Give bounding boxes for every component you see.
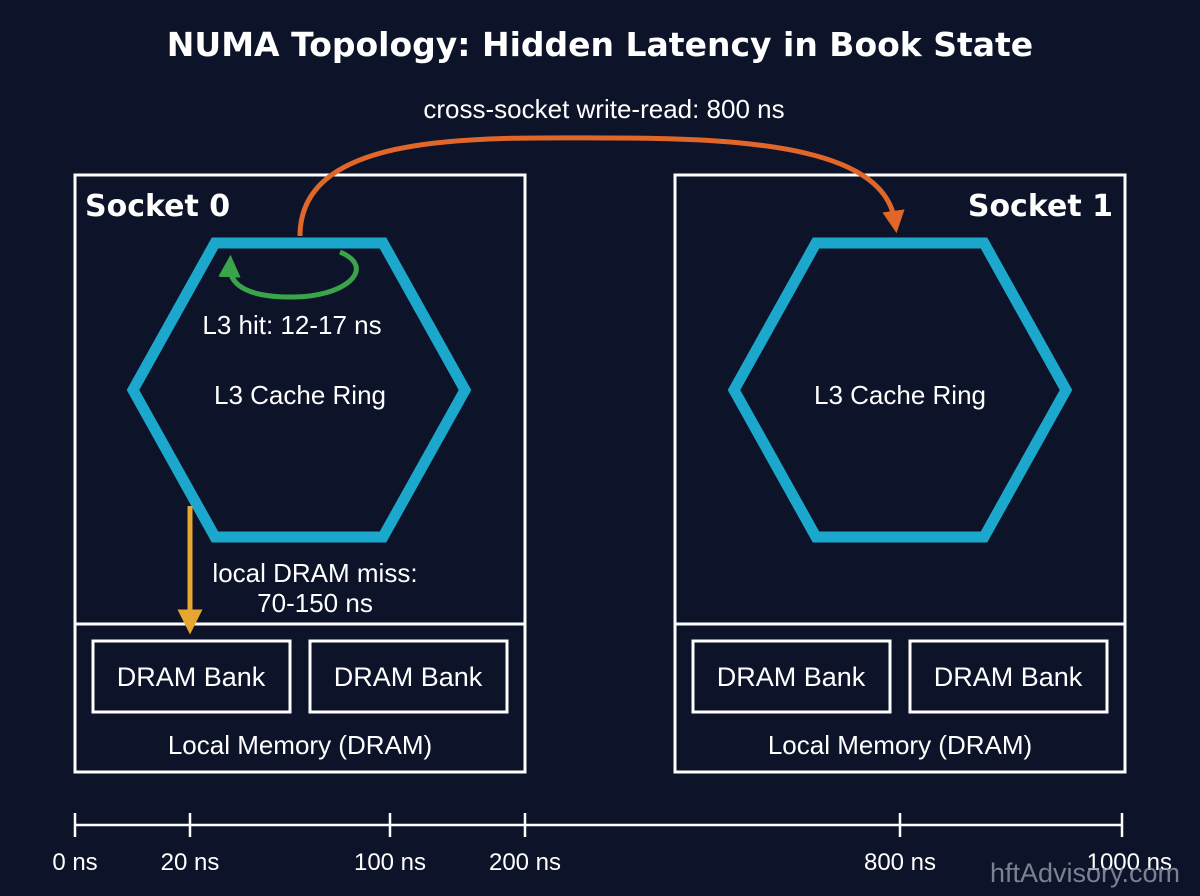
timeline-label-1000ns: 1000 ns [1087, 849, 1172, 876]
cross-socket-label: cross-socket write-read: 800 ns [423, 94, 784, 124]
timeline-label-200ns: 200 ns [489, 849, 561, 876]
dram-miss-label-line1: local DRAM miss: [212, 558, 417, 588]
socket-1-cache-label: L3 Cache Ring [814, 380, 986, 410]
socket-0-dram-bank-2 [308, 639, 509, 714]
socket-1-frame [673, 173, 1127, 774]
cross-socket-arrow [297, 135, 905, 237]
socket-0-dram-bank-2-label: DRAM Bank [334, 662, 483, 692]
socket-0-label: Socket 0 [85, 189, 230, 224]
timeline-label-800ns: 800 ns [864, 849, 936, 876]
socket-0-dram-bank-1-label: DRAM Bank [117, 662, 266, 692]
socket-1-dram-bank-1-label: DRAM Bank [717, 662, 866, 692]
socket-1-dram-bank-2 [908, 639, 1109, 714]
socket-1-dram-bank-2-label: DRAM Bank [934, 662, 1083, 692]
diagram-title: NUMA Topology: Hidden Latency in Book St… [167, 25, 1033, 64]
socket-0-l3-ring [126, 237, 472, 543]
socket-1-dram-bank-1 [691, 639, 892, 714]
socket-0-memory-label: Local Memory (DRAM) [168, 730, 432, 760]
l3-hit-label: L3 hit: 12-17 ns [202, 310, 381, 340]
latency-timeline: 0 ns 20 ns 100 ns 200 ns 800 ns 1000 ns [52, 813, 1172, 876]
socket-0-frame [73, 173, 527, 774]
timeline-label-20ns: 20 ns [161, 849, 220, 876]
watermark: hftAdvisory.com [990, 858, 1180, 888]
socket-1: Socket 1 L3 Cache Ring DRAM Bank DRAM Ba… [673, 173, 1127, 774]
socket-1-l3-ring [727, 237, 1073, 543]
l3-hit-arrow [218, 249, 359, 300]
timeline-label-0ns: 0 ns [52, 849, 97, 876]
socket-0-dram-bank-1 [91, 639, 292, 714]
timeline-label-100ns: 100 ns [354, 849, 426, 876]
socket-0-cache-label: L3 Cache Ring [214, 380, 386, 410]
socket-1-memory-label: Local Memory (DRAM) [768, 730, 1032, 760]
socket-0: Socket 0 L3 Cache Ring DRAM Bank DRAM Ba… [73, 173, 527, 774]
dram-miss-label-line2: 70-150 ns [257, 588, 373, 618]
socket-1-label: Socket 1 [968, 189, 1113, 224]
